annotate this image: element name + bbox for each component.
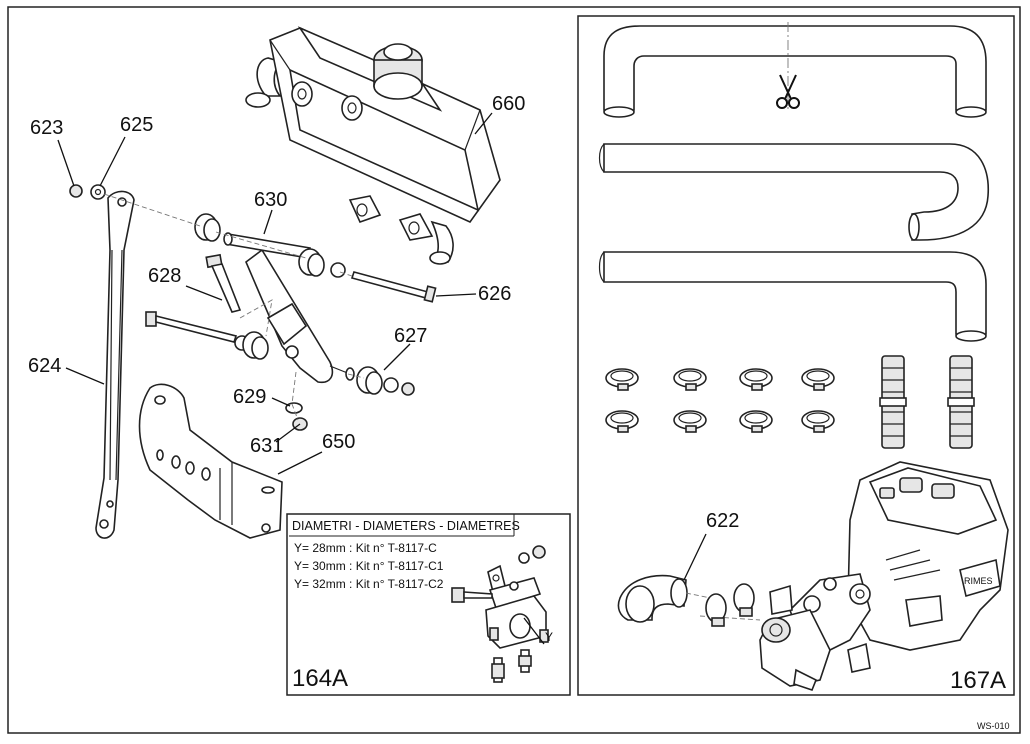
long-bolt xyxy=(145,311,238,343)
diameter-row-28: Y= 28mm : Kit n° T-8117-C xyxy=(294,541,437,555)
callout-624: 624 xyxy=(28,355,61,377)
callout-650: 650 xyxy=(322,431,355,453)
kit-164a-label: 164A xyxy=(292,665,348,692)
sleeve-tube xyxy=(223,232,311,259)
callout-labels: 623 625 630 660 628 626 624 627 629 631 … xyxy=(28,93,525,457)
assembly-lines xyxy=(103,193,365,421)
drawing-code: WS-010 xyxy=(977,721,1010,731)
callout-631: 631 xyxy=(250,435,283,457)
radiator-660 xyxy=(245,26,501,265)
diameter-row-30: Y= 30mm : Kit n° T-8117-C1 xyxy=(294,559,444,573)
arm-630 xyxy=(245,248,355,384)
scissors-icon xyxy=(776,74,800,109)
callout-629: 629 xyxy=(233,386,266,408)
kit-164a-panel: DIAMETRI - DIAMETERS - DIAMETRES Y= 28mm… xyxy=(286,513,571,696)
y-dimension-label: Y xyxy=(545,630,553,644)
diameter-row-32: Y= 32mm : Kit n° T-8117-C2 xyxy=(294,577,444,591)
engine-logo: RIMES xyxy=(964,576,993,586)
callout-626: 626 xyxy=(478,283,511,305)
page-frame xyxy=(7,6,1021,734)
l-hose-1 xyxy=(598,143,990,241)
leader-lines xyxy=(57,112,493,475)
u-hose xyxy=(603,22,987,118)
callout-630: 630 xyxy=(254,189,287,211)
strut-624 xyxy=(95,190,135,539)
callout-660: 660 xyxy=(492,93,525,115)
hose-clamps xyxy=(605,368,835,433)
callout-623: 623 xyxy=(30,117,63,139)
bolt-628 xyxy=(205,253,242,313)
engine-drawing: RIMES xyxy=(759,461,1009,691)
callout-622: 622 xyxy=(706,510,739,532)
callout-627: 627 xyxy=(394,325,427,347)
callout-625: 625 xyxy=(120,114,153,136)
diameters-title: DIAMETRI - DIAMETERS - DIAMETRES xyxy=(292,519,520,533)
hose-connectors xyxy=(879,355,975,449)
clamp-kit-drawing: Y xyxy=(451,545,553,683)
kit-167a-label: 167A xyxy=(950,667,1006,694)
bracket-650 xyxy=(138,383,283,539)
callout-628: 628 xyxy=(148,265,181,287)
kit-167a-panel: RIMES 622 167A xyxy=(577,15,1015,696)
bolt-626 xyxy=(350,271,437,303)
hardware xyxy=(69,184,415,431)
elbow-hose-622 xyxy=(617,533,761,627)
l-hose-2 xyxy=(598,251,987,342)
